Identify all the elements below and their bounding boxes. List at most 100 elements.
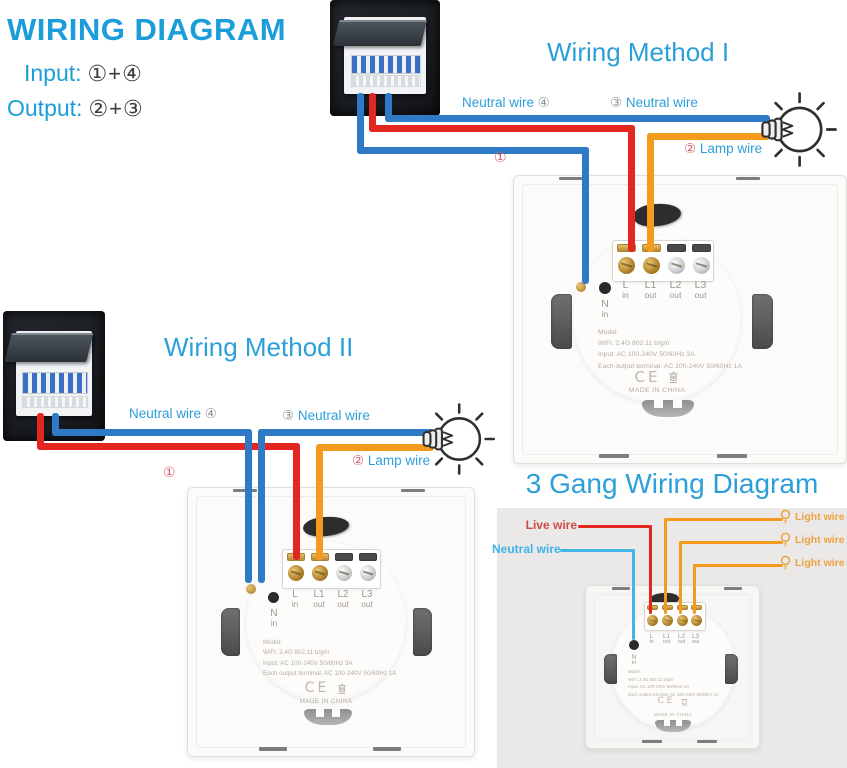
terminal-slot — [692, 244, 711, 252]
legend-output: Output:②+③ — [7, 95, 144, 122]
terminal-slot — [335, 553, 353, 561]
bottom-tab — [304, 709, 352, 725]
side-clip — [413, 608, 432, 656]
neutral-wire-segment — [52, 413, 59, 436]
terminal-screw — [288, 565, 304, 581]
method1-heading: Wiring Method I — [547, 37, 730, 67]
side-clip — [551, 294, 572, 349]
lamp-wire-segment — [316, 444, 434, 451]
bottom-tab — [642, 400, 694, 417]
g3-light-wire-label: Light wire — [795, 557, 845, 569]
terminal-slot — [617, 244, 636, 252]
neutral-wire-segment — [560, 549, 634, 552]
legend-output-numbers: ②+③ — [88, 96, 144, 121]
legend-input-label: Input: — [24, 60, 82, 86]
n-terminal-dot — [268, 592, 279, 603]
m1-lamp-wire-label: ② Lamp wire — [684, 141, 763, 156]
model-text: Model: WiFi: 2.4G 802.11 b/g/n Input: AC… — [628, 669, 720, 697]
neutral-wire-from-lamp-segment — [258, 429, 434, 436]
made-in-label: MADE IN CHINA — [299, 698, 353, 705]
terminal-screw — [312, 565, 328, 581]
m1-live-wire-number: ① — [494, 149, 507, 165]
n-terminal-dot — [629, 640, 639, 650]
panel-mark — [599, 454, 629, 458]
terminal-screw — [691, 615, 702, 626]
panel-mark — [697, 740, 717, 743]
mounting-hook — [302, 515, 350, 538]
terminal-slot — [677, 605, 688, 610]
m2-neutral-wire-3-label: ③ Neutral wire — [282, 408, 370, 423]
made-in-label: MADE IN CHINA — [654, 712, 692, 717]
neutral-wire-from-lamp-segment — [258, 429, 265, 583]
gang3-heading: 3 Gang Wiring Diagram — [525, 468, 819, 499]
m1-neutral-wire-3-label: ③ Neutral wire — [610, 95, 698, 110]
terminal-slot — [359, 553, 377, 561]
small-bulb-icon — [780, 509, 791, 524]
breaker-box-method1 — [330, 0, 440, 116]
breaker-box-method2 — [3, 311, 105, 441]
live-wire-segment — [649, 525, 652, 614]
light-wire-segment — [666, 518, 783, 521]
breaker-switch-row — [22, 372, 88, 394]
g3-live-wire-label: Live wire — [525, 518, 577, 532]
m2-lamp-wire-label: ② Lamp wire — [352, 453, 431, 468]
weee-bin-icon — [669, 371, 679, 384]
made-in-label: MADE IN CHINA — [628, 387, 686, 394]
terminal-block — [644, 602, 706, 631]
terminal-screw — [668, 257, 685, 274]
terminal-screw — [693, 257, 710, 274]
panel-mark — [373, 747, 401, 751]
breaker-lid — [4, 333, 94, 363]
model-text: Model: WiFi: 2.4G 802.11 b/g/n Input: AC… — [598, 329, 742, 370]
lamp-wire-segment — [647, 133, 654, 252]
lamp-wire-segment — [647, 133, 770, 140]
g3-neutral-wire-label: Neutral wire — [492, 542, 561, 556]
breaker-terminal-row — [350, 75, 422, 87]
live-wire-segment — [628, 125, 635, 252]
n-terminal-dot — [599, 282, 611, 294]
neutral-wire-segment — [357, 147, 589, 154]
panel-mark — [642, 740, 662, 743]
neutral-wire-segment — [245, 429, 252, 583]
live-wire-segment — [369, 93, 376, 132]
breaker-lid — [332, 19, 427, 47]
ce-mark: CE — [634, 368, 661, 386]
n-terminal-screw — [576, 282, 586, 292]
mounting-hook — [632, 201, 682, 229]
certification-marks: CE — [633, 696, 713, 706]
m1-neutral-wire-4-label: Neutral wire ④ — [462, 95, 550, 110]
terminal-screw — [360, 565, 376, 581]
m2-live-wire-number: ① — [163, 464, 176, 480]
light-wire-segment — [664, 518, 667, 614]
neutral-wire-segment — [52, 429, 252, 436]
live-wire-segment — [37, 443, 300, 450]
light-bulb-icon — [761, 92, 837, 167]
legend-input: Input:①+④ — [24, 60, 143, 87]
neutral-wire-segment — [582, 147, 589, 284]
light-wire-segment — [679, 541, 783, 544]
light-bulb-icon — [422, 403, 495, 475]
light-wire-segment — [693, 564, 696, 614]
terminal-slot — [662, 605, 673, 610]
method2-heading: Wiring Method II — [164, 332, 354, 362]
panel-mark — [259, 747, 287, 751]
panel-mark — [724, 587, 742, 590]
terminal-screw — [618, 257, 635, 274]
ce-mark: CE — [304, 680, 330, 696]
terminal-screw — [643, 257, 660, 274]
panel-mark — [612, 587, 630, 590]
breaker-switch-row — [350, 54, 422, 74]
